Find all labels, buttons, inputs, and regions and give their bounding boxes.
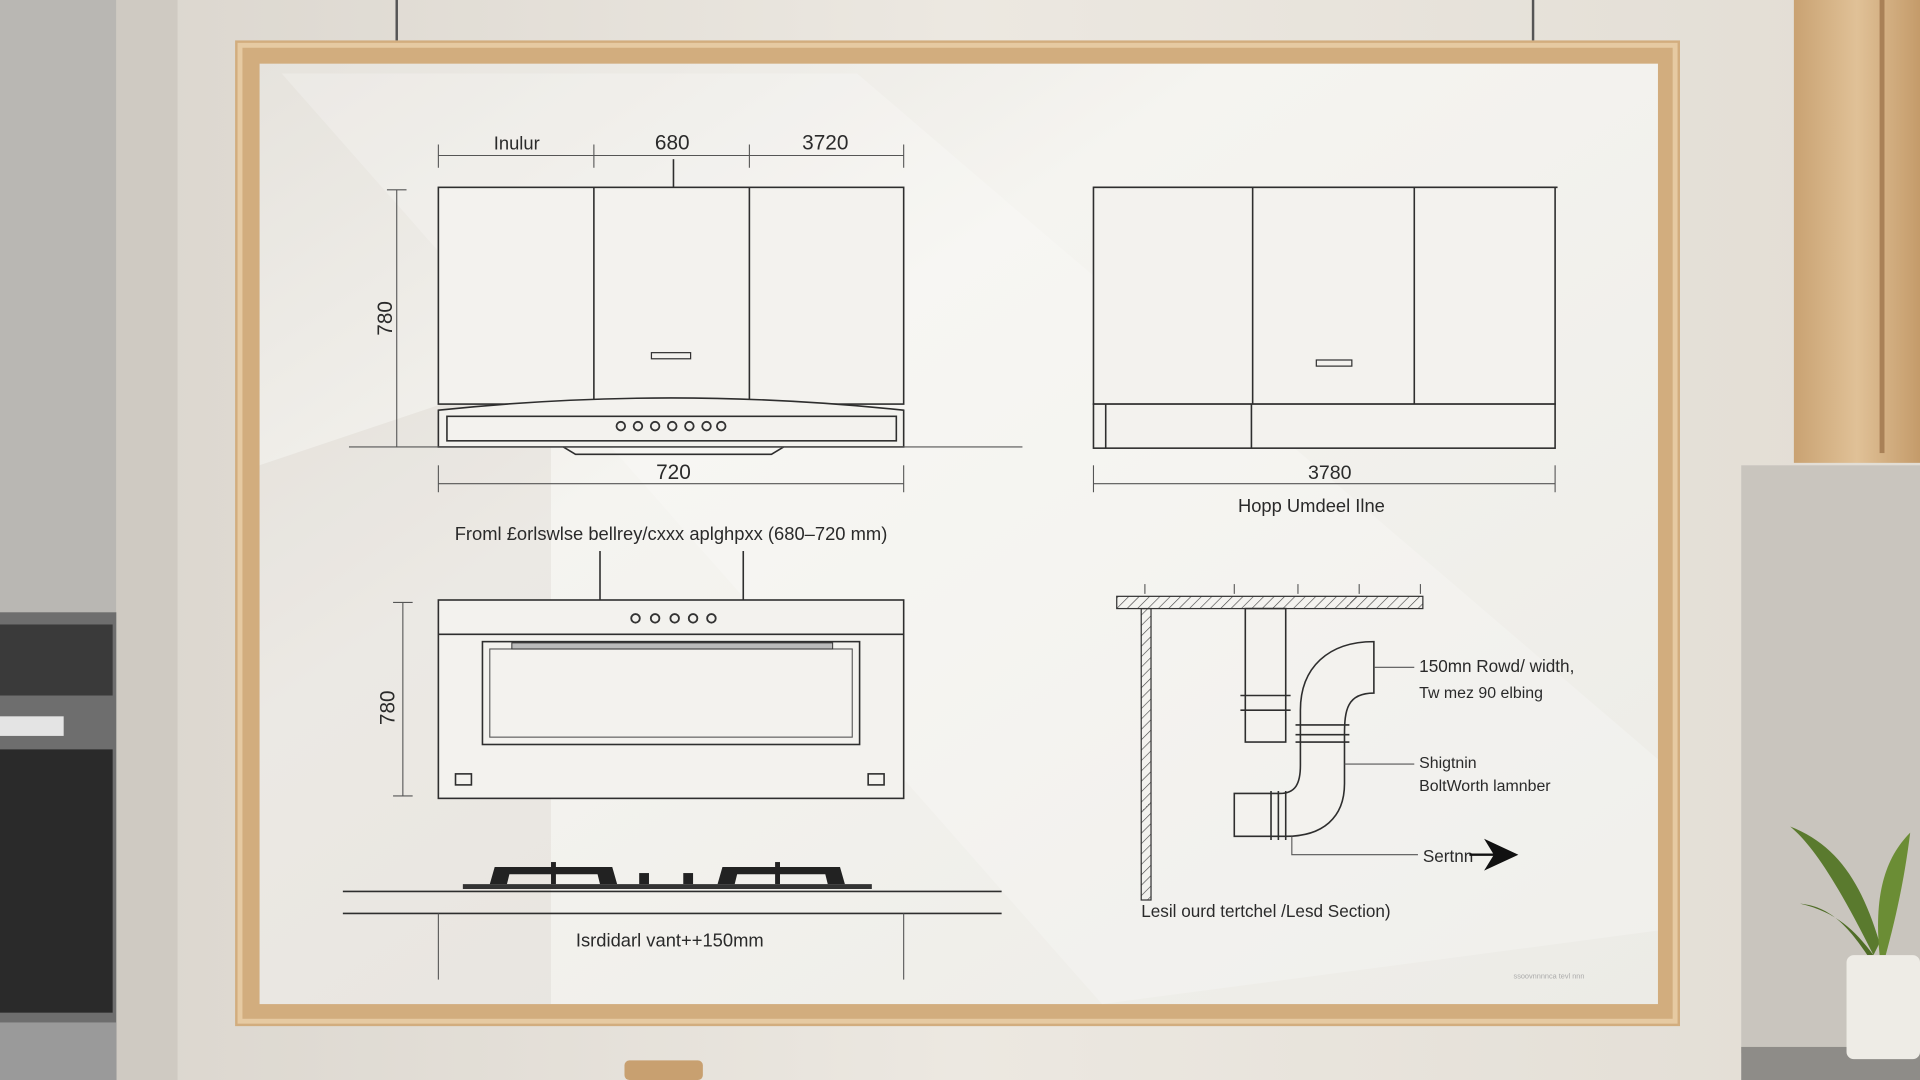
oven xyxy=(0,612,117,1080)
cooktop-drawing: Isrdidarl vant++150mm xyxy=(342,862,1002,980)
dim-label: 680 xyxy=(655,131,690,154)
potted-plant xyxy=(1790,826,1920,1060)
wall-edge xyxy=(116,0,178,1080)
jar-lid xyxy=(624,1060,703,1080)
dim-label: 720 xyxy=(656,461,691,484)
wood-cabinet xyxy=(1793,0,1920,463)
side-view-drawing: 3780 Hopp Umdeel Ilne xyxy=(1092,186,1558,516)
duct-label: Sertnn xyxy=(1423,846,1473,866)
duct-section-drawing: 150mn Rowd/ width, Tw mez 90 elbing Shig… xyxy=(1116,584,1574,921)
caption: Isrdidarl vant++150mm xyxy=(576,930,764,951)
front-view-drawing: Inulur 680 3720 780 720 Froml £orlswlse … xyxy=(348,131,1023,544)
watermark: ssoovnnnnca tevl nnn xyxy=(1514,971,1585,980)
duct-label: Tw mez 90 elbing xyxy=(1419,685,1543,702)
shadow xyxy=(259,367,552,1005)
dim-label: 3780 xyxy=(1308,462,1352,484)
left-cabinet xyxy=(0,0,117,613)
caption: Lesil ourd tertchel /Lesd Section) xyxy=(1141,901,1390,921)
dim-label: 780 xyxy=(376,690,399,725)
dim-label: 3720 xyxy=(802,131,848,154)
dim-label: 780 xyxy=(374,301,397,336)
duct-label: 150mn Rowd/ width, xyxy=(1419,656,1574,676)
duct-label: BoltWorth lamnber xyxy=(1419,778,1551,795)
caption: Froml £orlswlse bellrey/cxxx aplghpxx (6… xyxy=(455,523,888,544)
duct-label: Shigtnin xyxy=(1419,755,1476,772)
caption: Hopp Umdeel Ilne xyxy=(1238,495,1385,516)
arrow-right-icon xyxy=(1469,838,1519,871)
underside-view-drawing: 780 xyxy=(376,551,905,800)
dim-label: Inulur xyxy=(494,132,540,153)
